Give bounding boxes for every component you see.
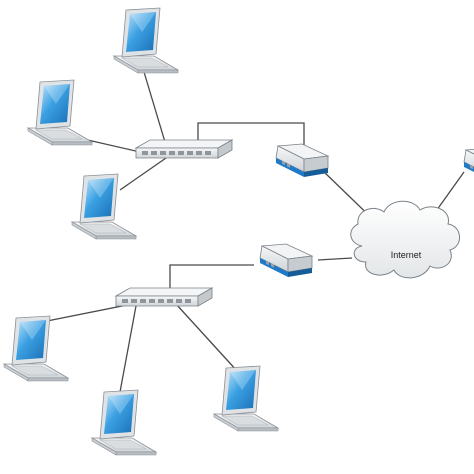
cable-switch-1-modem-1 <box>197 122 305 150</box>
cable-modem-2-switch-2 <box>169 264 254 292</box>
cable-switch-2-laptop-5 <box>119 305 137 393</box>
laptop-icon <box>113 7 179 74</box>
cable-laptop-3-switch-1 <box>119 157 167 191</box>
cable-cloud-modem-2 <box>317 257 353 261</box>
laptop-icon <box>71 173 137 240</box>
laptop-icon <box>213 365 279 432</box>
cable-laptop-1-switch-1 <box>143 71 166 143</box>
internet-cloud-icon: Internet <box>350 200 460 279</box>
switch-icon <box>115 287 213 307</box>
switch-icon <box>135 139 233 159</box>
modem-icon <box>275 143 329 178</box>
laptop-icon <box>27 79 93 146</box>
laptop-icon <box>3 315 69 382</box>
cloud-label: Internet <box>391 250 422 260</box>
modem-icon <box>463 147 474 182</box>
modem-icon <box>259 243 313 278</box>
laptop-icon <box>91 389 157 456</box>
cable-switch-2-laptop-6 <box>175 303 239 373</box>
cable-switch-2-laptop-4 <box>41 303 133 323</box>
